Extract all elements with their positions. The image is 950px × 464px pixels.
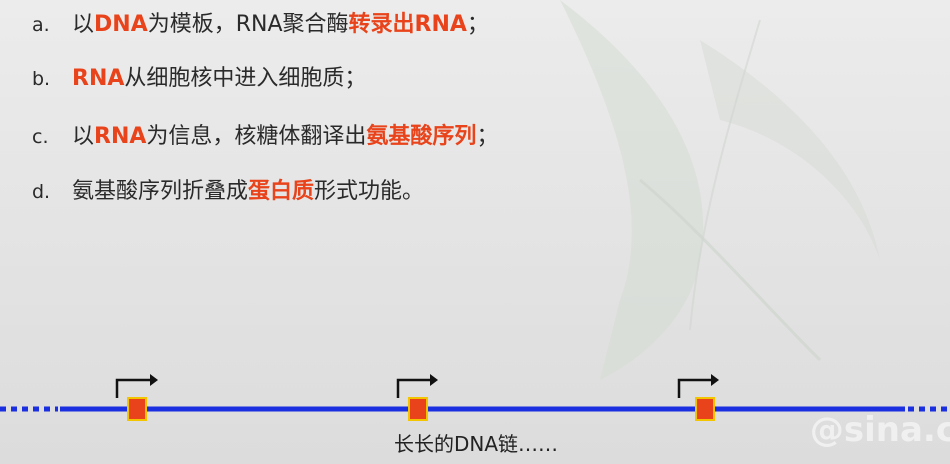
- step-text: ；: [466, 12, 489, 37]
- bg-leaf-shape: [560, 0, 704, 380]
- step-highlight: 转录出RNA: [348, 12, 467, 37]
- step-text: 以: [72, 124, 95, 149]
- step-letter: a.: [32, 14, 50, 36]
- step-highlight: RNA: [72, 66, 125, 91]
- step-highlight: DNA: [94, 12, 148, 37]
- step-highlight: RNA: [94, 124, 147, 149]
- arrowhead-icon: [150, 374, 158, 386]
- bg-vine-line: [639, 178, 822, 362]
- transcription-start-arrow-icon: [396, 378, 430, 398]
- step-letter: c.: [32, 126, 49, 148]
- watermark: @sina.c: [809, 410, 950, 450]
- step-letter: d.: [32, 181, 51, 203]
- promoter-box-icon: [695, 397, 715, 421]
- step-highlight: 蛋白质: [248, 179, 315, 204]
- step-text: 以: [72, 12, 95, 37]
- step-text: 从细胞核中进入细胞质；: [124, 66, 367, 91]
- step-a: a. 以DNA为模板，RNA聚合酶转录出RNA；: [32, 8, 489, 42]
- bg-vine-line: [689, 19, 761, 331]
- step-text: 形式功能。: [314, 179, 425, 204]
- promoter-box-icon: [408, 397, 428, 421]
- step-d: d. 氨基酸序列折叠成蛋白质形式功能。: [32, 175, 424, 209]
- transcription-start-arrow-icon: [677, 378, 711, 398]
- arrowhead-icon: [711, 374, 719, 386]
- dna-caption: 长长的DNA链……: [394, 432, 559, 456]
- promoter-box-icon: [127, 397, 147, 421]
- step-letter: b.: [32, 68, 51, 90]
- step-text: ；: [476, 124, 499, 149]
- step-c: c. 以RNA为信息，核糖体翻译出氨基酸序列；: [32, 120, 498, 154]
- bg-leaf-shape: [700, 40, 880, 260]
- dna-strand-diagram: [0, 374, 950, 421]
- step-b: b. RNA从细胞核中进入细胞质；: [32, 62, 366, 96]
- step-highlight: 氨基酸序列: [366, 124, 477, 149]
- arrowhead-icon: [430, 374, 438, 386]
- step-text: 为模板，RNA聚合酶: [147, 12, 349, 37]
- step-text: 氨基酸序列折叠成: [72, 179, 249, 204]
- transcription-start-arrow-icon: [115, 378, 150, 398]
- step-text: 为信息，核糖体翻译出: [146, 124, 367, 149]
